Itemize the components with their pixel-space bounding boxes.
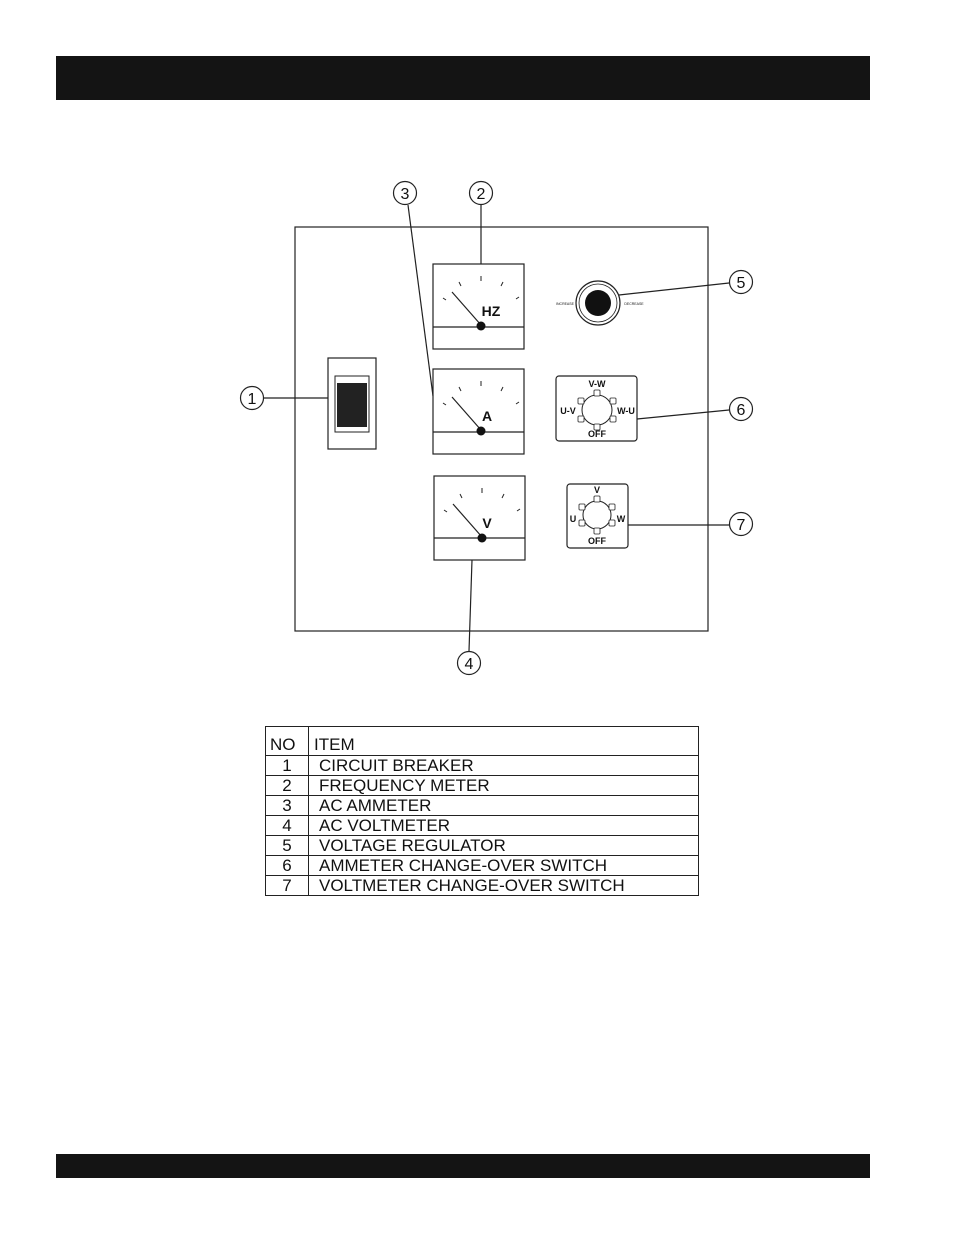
callout-5: 5 bbox=[730, 271, 753, 294]
ammeter-change-over-switch: V-W U-V W-U OFF bbox=[556, 376, 637, 441]
callout-number: 4 bbox=[465, 656, 474, 673]
circuit-breaker bbox=[328, 358, 376, 449]
callout-number: 1 bbox=[248, 391, 257, 408]
callout-4: 4 bbox=[458, 652, 481, 675]
callout-3: 3 bbox=[394, 182, 417, 205]
voltage-regulator-knob: INCREASE DECREASE bbox=[556, 281, 644, 325]
switch-label-right: W-U bbox=[617, 406, 635, 416]
footer-bar bbox=[56, 1154, 870, 1178]
control-panel-diagram: HZ A V INCREASE DECREASE bbox=[0, 0, 954, 700]
table-row: 7 VOLTMETER CHANGE-OVER SWITCH bbox=[266, 876, 699, 896]
switch-label-bottom: OFF bbox=[588, 536, 606, 546]
row-no: 2 bbox=[266, 776, 309, 796]
table-header-row: NO ITEM bbox=[266, 727, 699, 756]
row-item: AC VOLTMETER bbox=[309, 816, 699, 836]
table-row: 1 CIRCUIT BREAKER bbox=[266, 756, 699, 776]
callout-number: 5 bbox=[737, 275, 746, 292]
row-item: AMMETER CHANGE-OVER SWITCH bbox=[309, 856, 699, 876]
switch-label-bottom: OFF bbox=[588, 429, 606, 439]
row-item: CIRCUIT BREAKER bbox=[309, 756, 699, 776]
row-no: 1 bbox=[266, 756, 309, 776]
switch-label-top: V-W bbox=[589, 379, 607, 389]
switch-label-right: W bbox=[617, 514, 626, 524]
frequency-meter: HZ bbox=[433, 264, 524, 349]
voltmeter-change-over-switch: V U W OFF bbox=[567, 484, 628, 548]
callout-number: 7 bbox=[737, 517, 746, 534]
switch-label-left: U-V bbox=[560, 406, 576, 416]
row-item: VOLTAGE REGULATOR bbox=[309, 836, 699, 856]
row-item: VOLTMETER CHANGE-OVER SWITCH bbox=[309, 876, 699, 896]
parts-table: NO ITEM 1 CIRCUIT BREAKER 2 FREQUENCY ME… bbox=[265, 726, 699, 896]
callout-number: 6 bbox=[737, 402, 746, 419]
callout-number: 2 bbox=[477, 186, 486, 203]
row-no: 4 bbox=[266, 816, 309, 836]
meter-unit-label: A bbox=[482, 408, 492, 424]
table-row: 4 AC VOLTMETER bbox=[266, 816, 699, 836]
table-row: 5 VOLTAGE REGULATOR bbox=[266, 836, 699, 856]
row-no: 7 bbox=[266, 876, 309, 896]
row-no: 6 bbox=[266, 856, 309, 876]
switch-label-left: U bbox=[570, 514, 577, 524]
table-row: 3 AC AMMETER bbox=[266, 796, 699, 816]
meter-unit-label: HZ bbox=[482, 303, 501, 319]
column-header-item: ITEM bbox=[309, 727, 699, 756]
callout-2: 2 bbox=[470, 182, 493, 205]
increase-label: INCREASE bbox=[556, 302, 575, 306]
decrease-label: DECREASE bbox=[624, 302, 644, 306]
row-no: 5 bbox=[266, 836, 309, 856]
row-item: FREQUENCY METER bbox=[309, 776, 699, 796]
column-header-no: NO bbox=[266, 727, 309, 756]
callout-6: 6 bbox=[730, 398, 753, 421]
callout-1: 1 bbox=[241, 387, 264, 410]
table-row: 6 AMMETER CHANGE-OVER SWITCH bbox=[266, 856, 699, 876]
switch-label-top: V bbox=[594, 485, 600, 495]
meter-unit-label: V bbox=[482, 515, 492, 531]
voltmeter: V bbox=[434, 476, 525, 560]
callout-7: 7 bbox=[730, 513, 753, 536]
table-row: 2 FREQUENCY METER bbox=[266, 776, 699, 796]
ammeter: A bbox=[433, 369, 524, 454]
row-item: AC AMMETER bbox=[309, 796, 699, 816]
row-no: 3 bbox=[266, 796, 309, 816]
callout-number: 3 bbox=[401, 186, 410, 203]
